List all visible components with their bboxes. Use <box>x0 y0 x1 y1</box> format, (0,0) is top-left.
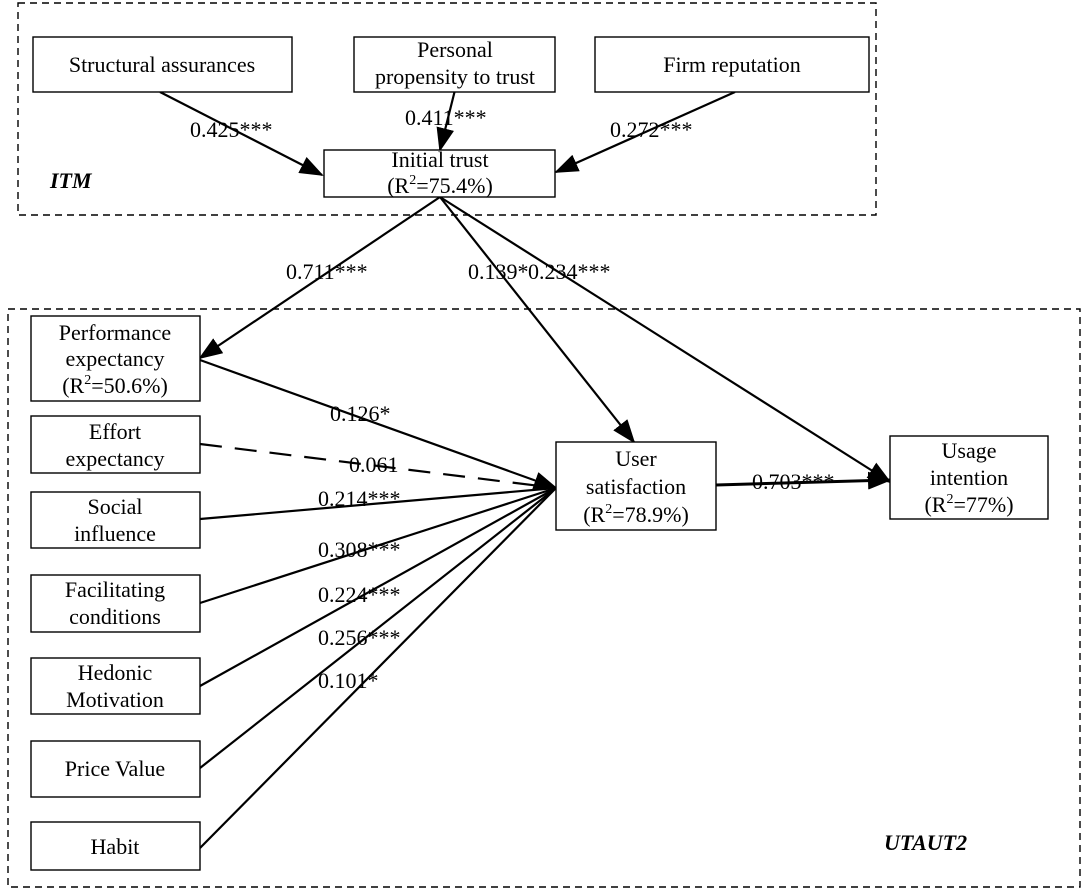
coef-sa-it: 0.425*** <box>190 117 273 142</box>
coef-hb-us: 0.101* <box>318 668 379 693</box>
node-box-initial-trust <box>323 149 556 198</box>
node-label-habit: Habit <box>91 834 140 859</box>
node-r2-user-satisfaction: (R2=78.9%) <box>583 502 689 527</box>
path-line-pp-it <box>436 89 457 152</box>
node-r2-performance-expectancy: (R2=50.6%) <box>62 373 168 398</box>
path-line-fr-it <box>554 90 736 174</box>
node-box-price-value <box>30 740 201 798</box>
node-box-user-satisfaction <box>555 441 717 531</box>
path-line-pv-us <box>199 487 557 769</box>
coef-ee-us: 0.061 <box>349 452 399 477</box>
node-box-hedonic-motivation <box>30 657 201 715</box>
node-label-effort-expectancy-line1: Effort <box>89 419 141 444</box>
path-line-pe-us <box>199 358 558 490</box>
node-label-user-satisfaction-line2: satisfaction <box>586 474 686 499</box>
node-box-personal-propensity <box>353 36 556 93</box>
node-label-social-influence-line1: Social <box>88 494 143 519</box>
itm-group-label: ITM <box>49 168 93 193</box>
utaut2-group-frame <box>7 308 1081 888</box>
coef-pv-us: 0.256*** <box>318 625 401 650</box>
path-line-hb-us <box>199 487 557 849</box>
node-label-price-value: Price Value <box>65 756 165 781</box>
node-box-structural-assurances <box>32 36 293 93</box>
node-label-personal-propensity-line1: Personal <box>417 37 493 62</box>
node-label-facilitating-conditions-line1: Facilitating <box>65 577 165 602</box>
node-label-performance-expectancy-line1: Performance <box>59 320 171 345</box>
path-line-it-pe <box>198 196 441 360</box>
itm-group-frame <box>17 2 877 216</box>
path-line-fc-us <box>199 486 557 605</box>
node-label-user-satisfaction-line1: User <box>615 446 657 471</box>
node-label-social-influence-line2: influence <box>74 521 156 546</box>
coef-pp-it: 0.411*** <box>405 105 487 130</box>
node-r2-initial-trust: (R2=75.4%) <box>387 173 493 198</box>
coef-fc-us: 0.308*** <box>318 537 401 562</box>
coef-fr-it: 0.272*** <box>610 117 693 142</box>
node-box-usage-intention <box>889 435 1049 520</box>
coef-pe-us: 0.126* <box>330 401 391 426</box>
path-line-it-ui <box>439 196 892 484</box>
path-line-us-ui <box>715 471 892 490</box>
node-label-initial-trust: Initial trust <box>391 147 488 172</box>
coef-it-ui: 0.234*** <box>528 259 611 284</box>
coef-us-ui: 0.703*** <box>752 469 835 494</box>
node-box-effort-expectancy <box>30 415 201 474</box>
node-label-effort-expectancy-line2: expectancy <box>66 446 165 471</box>
node-box-firm-reputation <box>594 36 870 93</box>
node-box-social-influence <box>30 491 201 549</box>
path-line-sa-it <box>159 91 324 176</box>
path-line-it-us <box>439 196 636 444</box>
coef-it-pe: 0.711*** <box>286 259 368 284</box>
utaut2-group-label: UTAUT2 <box>884 830 967 855</box>
node-label-hedonic-motivation-line2: Motivation <box>66 687 164 712</box>
node-r2-usage-intention: (R2=77%) <box>924 492 1013 517</box>
node-box-performance-expectancy <box>30 315 201 402</box>
coef-si-us: 0.214*** <box>318 486 401 511</box>
path-line-ee-us <box>199 442 557 490</box>
coef-hm-us: 0.224*** <box>318 582 401 607</box>
coef-it-us: 0.139* <box>468 259 529 284</box>
node-label-personal-propensity-line2: propensity to trust <box>375 64 535 89</box>
node-label-usage-intention-line2: intention <box>930 465 1008 490</box>
node-label-structural-assurances: Structural assurances <box>69 52 255 77</box>
node-label-performance-expectancy-line2: expectancy <box>66 346 165 371</box>
node-box-habit <box>30 821 201 871</box>
path-line-si-us <box>199 486 557 521</box>
node-label-usage-intention-line1: Usage <box>942 438 997 463</box>
path-line-hm-us <box>199 487 557 687</box>
node-label-firm-reputation: Firm reputation <box>663 52 800 77</box>
node-label-hedonic-motivation-line1: Hedonic <box>78 660 153 685</box>
node-label-facilitating-conditions-line2: conditions <box>69 604 161 629</box>
node-box-facilitating-conditions <box>30 574 201 633</box>
